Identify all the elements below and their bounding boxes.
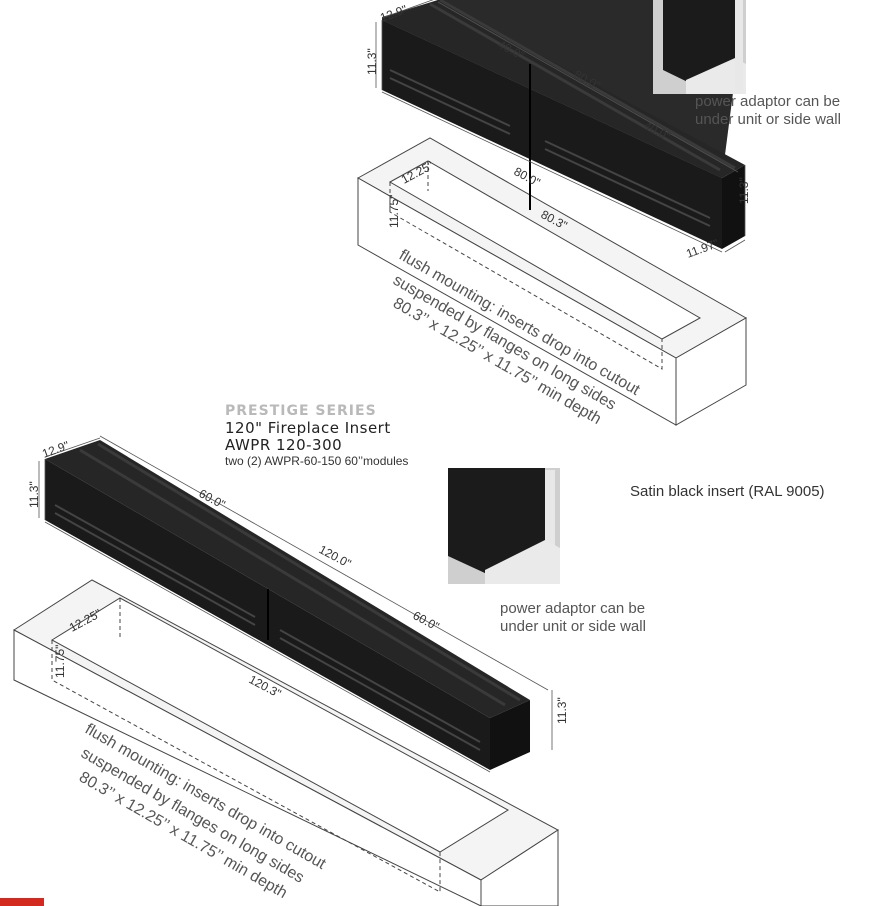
modules-note: two (2) AWPR-60-150 60’’modules: [225, 454, 409, 468]
finish-label: Satin black insert (RAL 9005): [630, 483, 825, 500]
bottom-dim-overall: 120.0": [317, 542, 354, 570]
bottom-adaptor-note: power adaptor can be under unit or side …: [500, 600, 646, 635]
model-number: AWPR 120-300: [225, 436, 343, 454]
top-adaptor-photo: [653, 0, 746, 94]
bottom-insert: [45, 440, 530, 770]
top-cutout-box: [356, 137, 748, 426]
top-dim-height-right: 11.3": [737, 177, 751, 204]
bottom-adaptor-photo: [448, 468, 560, 584]
top-adaptor-note: power adaptor can be under unit or side …: [695, 93, 841, 128]
bottom-dim-module-b: 60.0": [411, 608, 442, 633]
top-dim-base-depth: 11.97": [684, 236, 720, 261]
top-dimension-lines: [375, 0, 746, 253]
top-dim-cutout-length-top: 80.0": [512, 164, 543, 189]
bottom-dimension-lines: [38, 435, 553, 773]
bottom-dim-height-right: 11.3": [555, 697, 569, 724]
top-dim-cutout-depth: 11.75": [387, 195, 401, 228]
product-header: PRESTIGE SERIES 120" Fireplace Insert AW…: [225, 404, 408, 467]
series-title: PRESTIGE SERIES: [225, 403, 377, 419]
bottom-cutout-box: [13, 579, 559, 906]
bottom-dim-cutout-depth: 11.75": [53, 645, 67, 678]
brand-accent-bar: [0, 898, 44, 906]
bottom-dim-height-left: 11.3": [27, 481, 41, 508]
top-dim-height-left: 11.3": [365, 48, 379, 75]
product-title: 120" Fireplace Insert: [225, 419, 391, 437]
